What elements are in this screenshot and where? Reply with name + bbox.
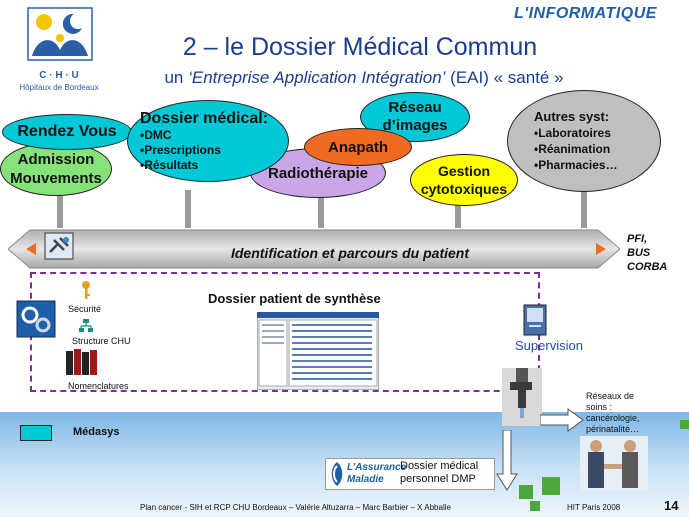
bubble-gestion-cytotoxiques: Gestion cytotoxiques <box>410 154 518 206</box>
reseaux-line2: soins : <box>586 402 613 412</box>
integration-bar <box>8 229 620 269</box>
dossier-item-resultats: •Résultats <box>140 157 199 172</box>
page-title: 2 – le Dossier Médical Commun <box>182 33 538 61</box>
dmp-line2: personnel DMP <box>400 473 476 485</box>
assurance-line1: L’Assurance <box>347 462 407 473</box>
synthesis-label: Dossier patient de synthèse <box>208 291 381 306</box>
reseau-line2: d’images <box>382 117 448 134</box>
reseaux-line4: périnatalité… <box>586 424 640 434</box>
subtitle-prefix: un <box>164 68 189 87</box>
decor-square <box>542 477 560 495</box>
dmp-line1: Dossier médical <box>400 460 479 472</box>
bus-line3: CORBA <box>627 261 668 273</box>
rendez-vous-label: Rendez Vous <box>17 123 117 140</box>
connector-stick <box>318 190 324 228</box>
dmp-text: Dossier médical personnel DMP <box>400 460 478 486</box>
key-icon <box>82 281 90 299</box>
reseaux-line1: Réseaux de <box>586 391 635 401</box>
bus-label: PFI, BUS CORBA <box>627 232 667 274</box>
bubble-rendez-vous: Rendez Vous <box>2 114 132 150</box>
nomenclatures-label: Nomenclatures <box>68 381 129 391</box>
autres-item-reanimation: •Réanimation <box>534 142 611 156</box>
hands-moon-icon <box>27 7 93 61</box>
dossier-item-dmc: •DMC <box>140 127 172 142</box>
logo-title: C · H · U <box>39 70 79 81</box>
gestion-line2: cytotoxiques <box>420 181 508 197</box>
bubble-autres-systemes: Autres syst: •Laboratoires •Réanimation … <box>507 90 661 192</box>
logo-subtitle: Hôpitaux de Bordeaux <box>19 83 99 92</box>
connector-stick <box>185 190 191 228</box>
admission-label: Admission <box>17 151 95 168</box>
mouvements-label: Mouvements <box>10 170 102 187</box>
page-number: 14 <box>664 498 679 513</box>
decor-square <box>680 420 689 429</box>
legend-label: Médasys <box>73 426 120 438</box>
section-label: L'INFORMATIQUE <box>514 5 657 22</box>
decor-square <box>530 501 540 511</box>
radiotherapie-label: Radiothérapie <box>267 164 369 182</box>
arrow-left-icon <box>26 243 36 255</box>
footer-event: HIT Paris 2008 <box>567 503 621 512</box>
reseaux-line3: cancérologie, <box>586 413 640 423</box>
monitor-icon <box>523 304 547 336</box>
bubble-reseau-images: Réseau d’images <box>360 92 470 142</box>
decor-square <box>519 485 533 499</box>
connector-stick <box>57 190 63 228</box>
anapath-label: Anapath <box>328 138 388 156</box>
bubble-anapath: Anapath <box>304 128 412 166</box>
autres-item-laboratoires: •Laboratoires <box>534 126 611 140</box>
securite-label: Sécurité <box>68 304 102 314</box>
dossier-medical-title: Dossier médical: <box>140 109 269 127</box>
arrow-right-icon <box>540 408 584 432</box>
assurance-line2: Maladie <box>347 474 384 485</box>
structure-label: Structure CHU <box>72 336 131 346</box>
bus-line1: PFI, <box>627 233 648 245</box>
assurance-maladie-logo <box>331 462 343 486</box>
plug-icon <box>44 232 74 260</box>
arrow-down-icon <box>496 430 518 491</box>
hierarchy-icon <box>79 319 93 332</box>
autres-item-pharmacies: •Pharmacies… <box>534 158 618 172</box>
bar-label: Identification et parcours du patient <box>230 245 470 261</box>
chu-logo: C · H · U Hôpitaux de Bordeaux <box>14 6 104 94</box>
handshake-photo <box>580 436 648 490</box>
supervision-label: Supervision <box>515 338 583 353</box>
connector-stick <box>455 190 461 228</box>
subtitle-suffix: (EAI) « santé » <box>445 68 564 87</box>
footer-credits: Plan cancer - SIH et RCP CHU Bordeaux – … <box>140 503 451 512</box>
connector-stick <box>581 190 587 228</box>
autres-title: Autres syst: <box>534 109 610 124</box>
subtitle-italic: ‘Entreprise Application Intégration’ <box>188 68 446 87</box>
books-icon <box>66 349 97 375</box>
dossier-item-prescriptions: •Prescriptions <box>140 142 221 157</box>
bubble-admission: Admission Mouvements <box>0 142 112 196</box>
page-subtitle: un ‘Entreprise Application Intégration’ … <box>104 68 624 88</box>
bubble-dossier-medical: Dossier médical: •DMC •Prescriptions •Ré… <box>127 100 289 182</box>
dmp-box <box>325 458 495 490</box>
bus-line2: BUS <box>627 247 651 259</box>
gears-icon <box>16 300 56 338</box>
arrow-right-icon <box>596 243 606 255</box>
reseaux-soins-text: Réseaux de soins : cancérologie, périnat… <box>586 391 640 435</box>
legend-swatch <box>20 425 52 441</box>
gestion-line1: Gestion <box>437 163 491 179</box>
reseau-line1: Réseau <box>388 99 442 116</box>
application-screenshot <box>257 312 379 390</box>
faucet-photo <box>502 368 542 426</box>
